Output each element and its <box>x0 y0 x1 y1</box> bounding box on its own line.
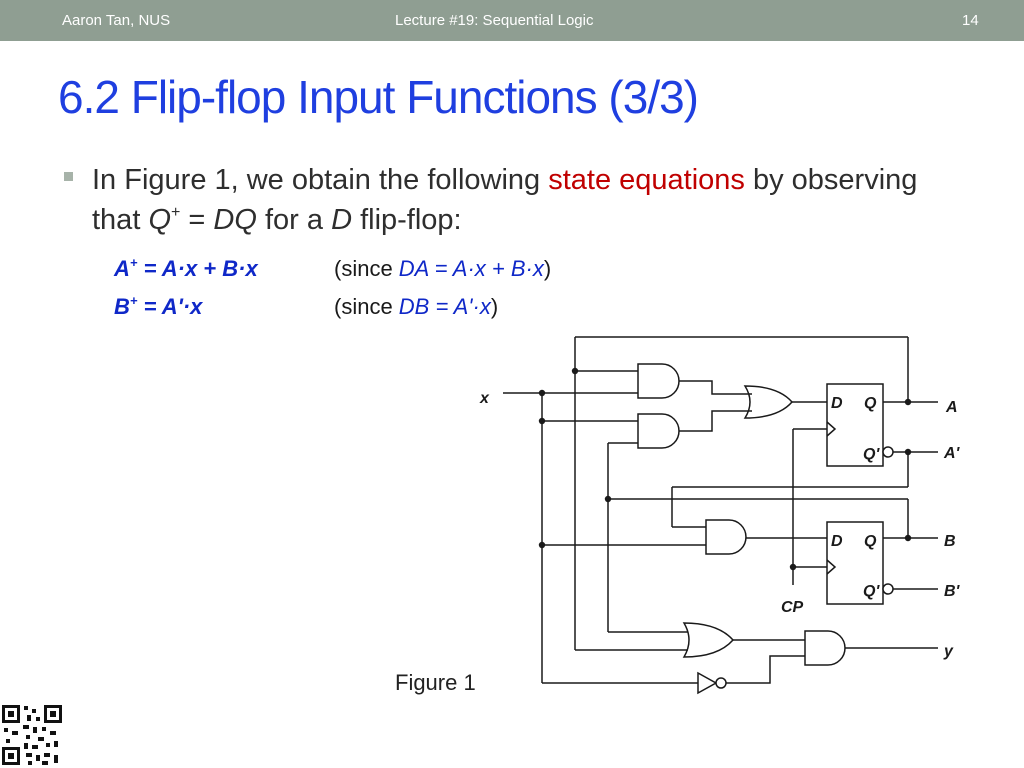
bullet-part-3: for a <box>256 204 332 236</box>
header-lecture-title: Lecture #19: Sequential Logic <box>395 12 594 29</box>
label-x: x <box>479 390 490 407</box>
junction-dot <box>538 417 546 425</box>
bullet-d: D <box>331 204 353 236</box>
wire-not-to-and4 <box>726 655 805 684</box>
slide-title: 6.2 Flip-flop Input Functions (3/3) <box>58 71 699 123</box>
eq-a-sup: + <box>129 255 138 270</box>
eq-b-expr: DB = A'·x <box>398 294 491 319</box>
or-gate-1 <box>743 385 793 419</box>
wire-and2-to-or1 <box>679 410 752 432</box>
eq-a-var: A <box>114 256 130 281</box>
ff-a-q-label: Q <box>864 395 877 412</box>
ff-b-q-label: Q <box>864 533 877 550</box>
ff-b-d-label: D <box>831 533 843 550</box>
ff-a-d-label: D <box>831 395 843 412</box>
bullet-square-icon <box>64 172 73 181</box>
flip-flop-a <box>826 383 884 467</box>
label-b-bar: B' <box>944 583 961 600</box>
bullet-q-sup: + <box>171 204 181 221</box>
junction-dot <box>604 495 612 503</box>
bullet-part-2: by observing that <box>92 164 918 236</box>
label-a-bar: A' <box>943 445 961 462</box>
junction-dot <box>571 367 579 375</box>
junction-dot <box>904 448 912 456</box>
state-equations-highlight: state equations <box>548 164 745 196</box>
eq-b-since: (since <box>334 294 399 319</box>
and-gate-1 <box>637 363 680 399</box>
eq-b-rest: = A'·x <box>137 294 203 319</box>
eq-a-close: ) <box>543 256 552 281</box>
figure-caption: Figure 1 <box>395 670 476 695</box>
flip-flop-b <box>826 521 884 605</box>
junction-dot <box>538 541 546 549</box>
inversion-bubble-b <box>882 583 894 595</box>
label-y: y <box>943 643 954 660</box>
bullet-q: Q <box>148 204 171 236</box>
label-a: A <box>945 399 958 416</box>
eq-a-since: (since <box>334 256 399 281</box>
or-gate-2 <box>682 622 735 658</box>
bullet-text: In Figure 1, we obtain the following sta… <box>92 160 932 240</box>
header-author: Aaron Tan, NUS <box>62 12 171 29</box>
eq-b-sup: + <box>129 293 138 308</box>
junction-dot <box>904 398 912 406</box>
equation-a-rhs: (since DA = A·x + B·x) <box>334 256 551 282</box>
bullet-part-4: flip-flop: <box>352 204 462 236</box>
label-cp: CP <box>781 599 804 616</box>
clock-triangle-a-icon <box>826 421 837 437</box>
label-b: B <box>944 533 956 550</box>
equation-b-lhs: B+ = A'·x <box>114 294 202 320</box>
not-gate <box>697 671 718 695</box>
eq-b-var: B <box>114 294 130 319</box>
equation-a-lhs: A+ = A·x + B·x <box>114 256 258 282</box>
eq-a-rest: = A·x + B·x <box>137 256 258 281</box>
ff-a-q-bar-label: Q' <box>863 446 880 463</box>
bullet-part-1: In Figure 1, we obtain the following <box>92 164 549 196</box>
not-bubble <box>715 677 727 689</box>
wire-and1-to-or1 <box>679 380 752 395</box>
junction-dot <box>538 389 546 397</box>
junction-dot <box>789 563 797 571</box>
ff-b-q-bar-label: Q' <box>863 583 880 600</box>
junction-dot <box>904 534 912 542</box>
equation-b-rhs: (since DB = A'·x) <box>334 294 498 320</box>
clock-triangle-b-icon <box>826 559 837 575</box>
qr-code-icon[interactable] <box>0 703 64 767</box>
eq-b-close: ) <box>490 294 499 319</box>
inversion-bubble-a <box>882 446 894 458</box>
and-gate-3 <box>705 519 747 555</box>
bullet-equals: = <box>180 204 214 236</box>
header-page-number: 14 <box>962 12 979 29</box>
bullet-dq: DQ <box>213 204 257 236</box>
and-gate-2 <box>637 413 680 449</box>
slide-header: Aaron Tan, NUS Lecture #19: Sequential L… <box>0 0 1024 41</box>
and-gate-4 <box>804 630 846 666</box>
eq-a-expr: DA = A·x + B·x <box>398 256 544 281</box>
